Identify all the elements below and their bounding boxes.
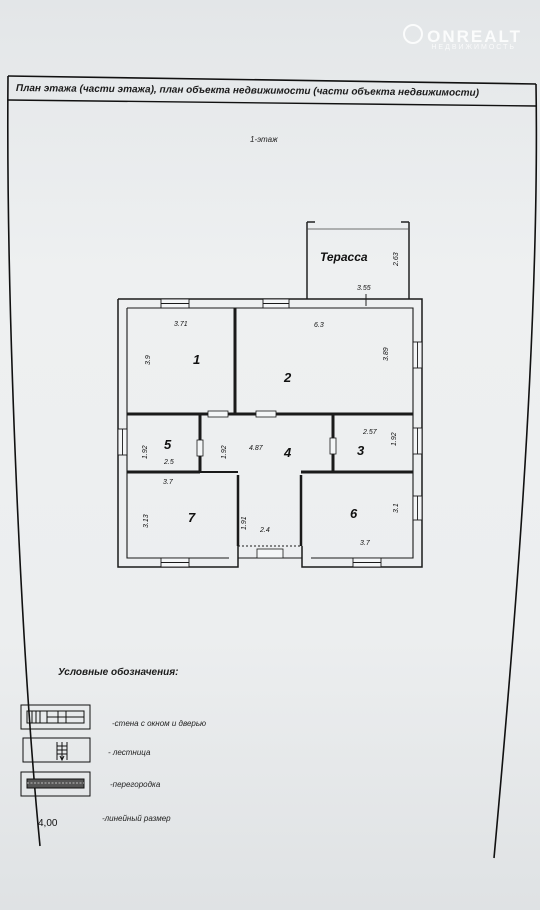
- windows: [117, 298, 423, 568]
- room-3-height: 1.92: [391, 432, 398, 446]
- room-1-height: 3.9: [145, 355, 152, 365]
- room-4-height: 1.92: [221, 445, 228, 459]
- room-5-height: 1.92: [142, 445, 149, 459]
- legend-item-partition-label: -перегородка: [110, 780, 161, 789]
- legend-item-stairs-label: - лестница: [108, 748, 151, 757]
- floor-label: 1-этаж: [250, 135, 278, 144]
- partition-icon: [20, 771, 91, 797]
- wall-window-door-icon: [20, 704, 91, 730]
- legend-item-wall-label: -стена с окном и дверью: [112, 719, 207, 728]
- room-5-width: 2.5: [163, 459, 174, 466]
- terrace-depth: 2.63: [393, 252, 400, 267]
- room-1-width: 3.71: [174, 321, 188, 328]
- room-2-height: 3.89: [383, 347, 390, 361]
- frame-right-line: [493, 83, 538, 859]
- room-3-width: 2.57: [362, 429, 378, 436]
- doors: [196, 410, 337, 559]
- terrace: [306, 221, 410, 306]
- room-3-number: 3: [357, 443, 365, 458]
- corridor-height: 1.91: [241, 516, 248, 530]
- room-6-width: 3.7: [360, 540, 371, 547]
- room-7-number: 7: [188, 510, 196, 525]
- stairs-icon: [22, 737, 91, 763]
- room-5-number: 5: [164, 437, 172, 452]
- frame-left-line: [7, 75, 41, 847]
- watermark-icon: [403, 24, 424, 44]
- room-4-number: 4: [283, 445, 292, 460]
- watermark-logo: ONREALT: [403, 24, 522, 47]
- watermark-brand: ONREALT: [427, 27, 522, 46]
- legend-item-dimension-label: -линейный размер: [102, 814, 171, 823]
- watermark-subtitle: НЕДВИЖИМОСТЬ: [431, 44, 516, 51]
- room-2-number: 2: [283, 370, 292, 385]
- room-7-height: 3.13: [143, 514, 150, 528]
- room-6-height: 3.1: [393, 503, 400, 513]
- frame-header-line: [7, 99, 537, 107]
- room-2-width: 6.3: [314, 322, 324, 329]
- room-1-number: 1: [193, 352, 200, 367]
- legend-title: Условные обозначения:: [58, 667, 179, 678]
- legend-item-dimension-symbol: 4,00: [38, 818, 58, 829]
- frame-top-line: [7, 75, 537, 85]
- terrace-name: Терасса: [320, 250, 368, 264]
- room-7-width: 3.7: [163, 479, 174, 486]
- room-6-number: 6: [350, 506, 358, 521]
- corridor-width: 2.4: [259, 527, 270, 534]
- terrace-width: 3.55: [357, 285, 371, 292]
- room-4-width: 4.87: [249, 445, 264, 452]
- legend-symbols: [20, 704, 91, 797]
